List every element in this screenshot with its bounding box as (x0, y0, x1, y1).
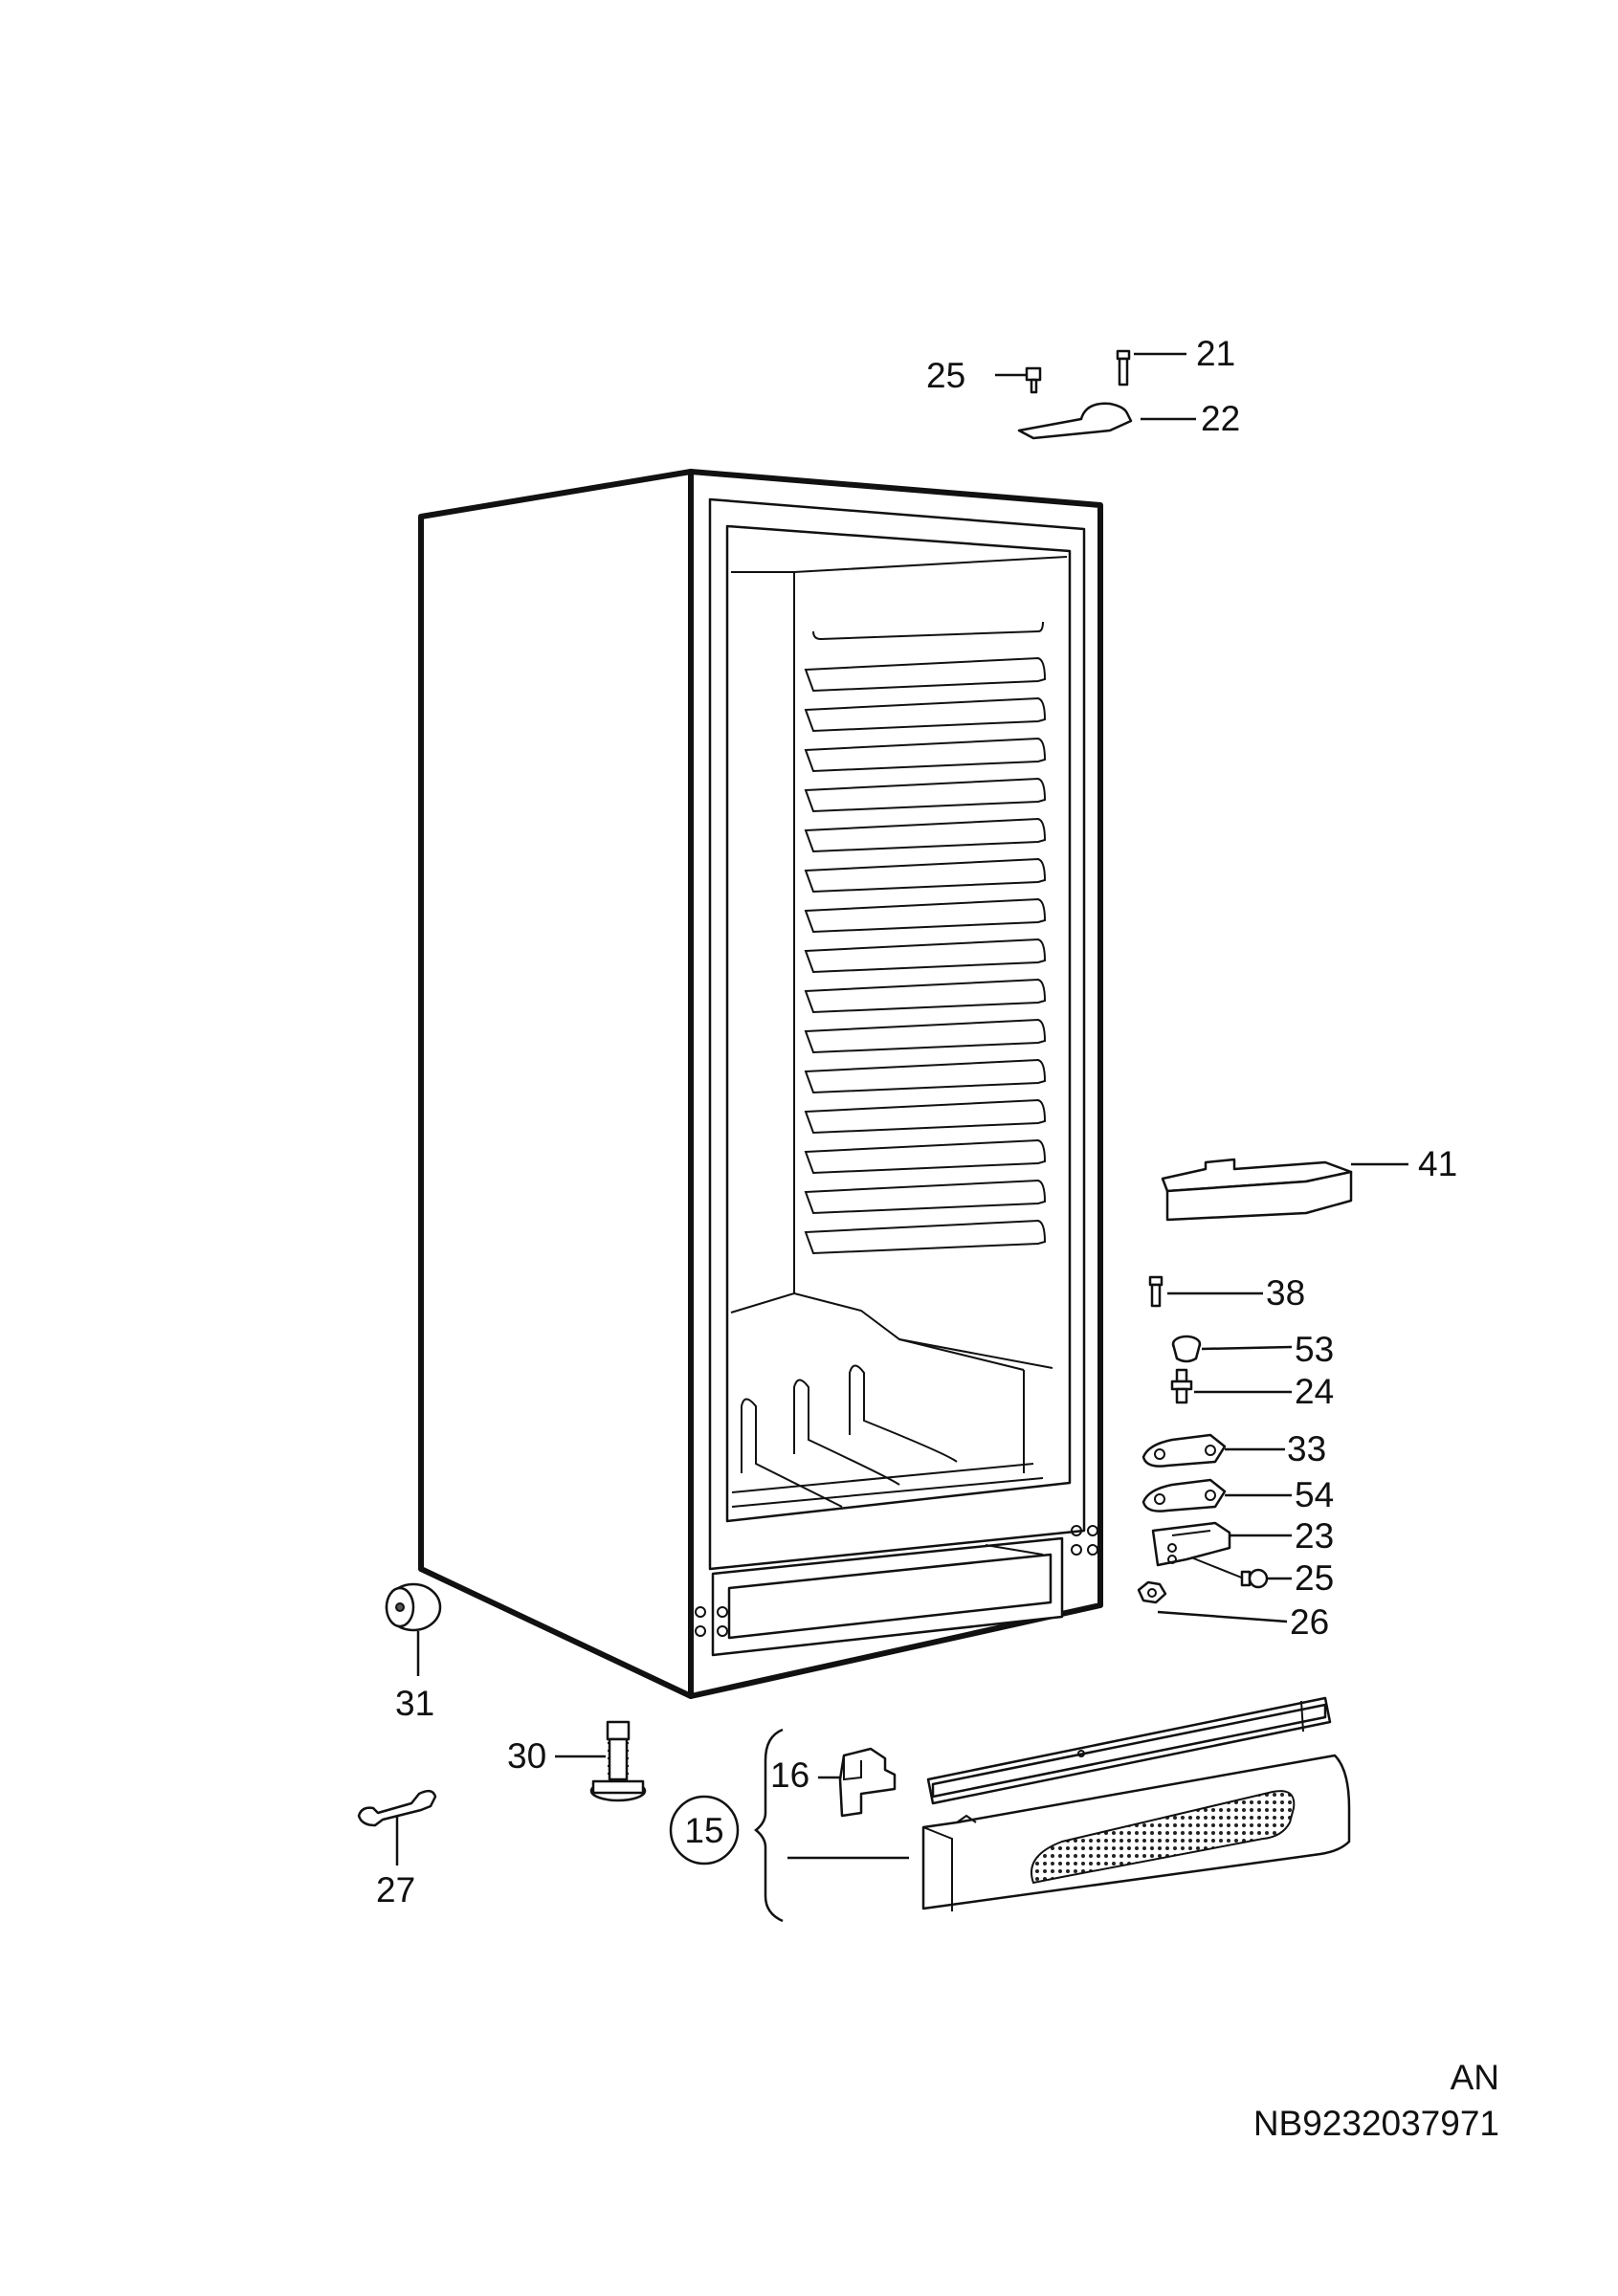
callout-27: 27 (376, 1870, 415, 1910)
plinth-grille (1031, 1790, 1296, 1885)
part-33-hinge-plate (1141, 1433, 1227, 1468)
part-25-top-screw (1025, 366, 1042, 394)
part-27-wrench (357, 1789, 437, 1827)
callout-16: 16 (770, 1755, 809, 1795)
callout-24: 24 (1295, 1372, 1334, 1411)
callout-53: 53 (1295, 1330, 1334, 1369)
cabinet-liner-inner (725, 524, 1072, 1523)
document-number: NB9232037971 (1253, 2104, 1499, 2143)
part-26-nut (1137, 1580, 1167, 1604)
callout-15-circle (669, 1795, 740, 1866)
screw-holes (695, 1525, 1098, 1637)
part-31-foot (385, 1582, 442, 1632)
part-21-bolt (1116, 349, 1131, 386)
callout-15: 15 (684, 1811, 723, 1850)
callout-31: 31 (395, 1684, 434, 1723)
section-code: AN (1451, 2058, 1499, 2097)
part-16-clip (838, 1747, 897, 1818)
part-41-cover (1161, 1158, 1353, 1222)
shelf-rails (804, 621, 1047, 1255)
liner-back-wall (730, 571, 795, 1314)
assembly-bracket (753, 1728, 784, 1923)
callout-38: 38 (1266, 1273, 1305, 1313)
cabinet (418, 469, 1103, 1699)
callout-33: 33 (1287, 1429, 1326, 1468)
part-25-screw (1240, 1568, 1269, 1589)
part-53-cap (1171, 1335, 1202, 1363)
callout-26: 26 (1290, 1602, 1329, 1642)
bottom-wire-rack (731, 1364, 1044, 1508)
part-30-adjustable-foot (589, 1720, 647, 1802)
part-54-hinge-plate (1141, 1478, 1227, 1512)
part-22-top-hinge-plate (1017, 402, 1133, 440)
callout-23: 23 (1295, 1516, 1334, 1556)
cabinet-side-panel (418, 469, 694, 1699)
callout-25-mid: 25 (1295, 1558, 1334, 1598)
callout-41: 41 (1418, 1144, 1457, 1183)
part-15-plinth (921, 1696, 1351, 1911)
callout-30: 30 (507, 1736, 546, 1776)
callout-54: 54 (1295, 1475, 1334, 1514)
part-38-screw (1148, 1275, 1164, 1308)
callout-25-top: 25 (926, 356, 965, 395)
part-24-pin (1170, 1368, 1193, 1404)
part-23-hinge-bracket (1151, 1521, 1231, 1567)
callout-22: 22 (1201, 399, 1240, 438)
callout-21: 21 (1196, 334, 1235, 373)
